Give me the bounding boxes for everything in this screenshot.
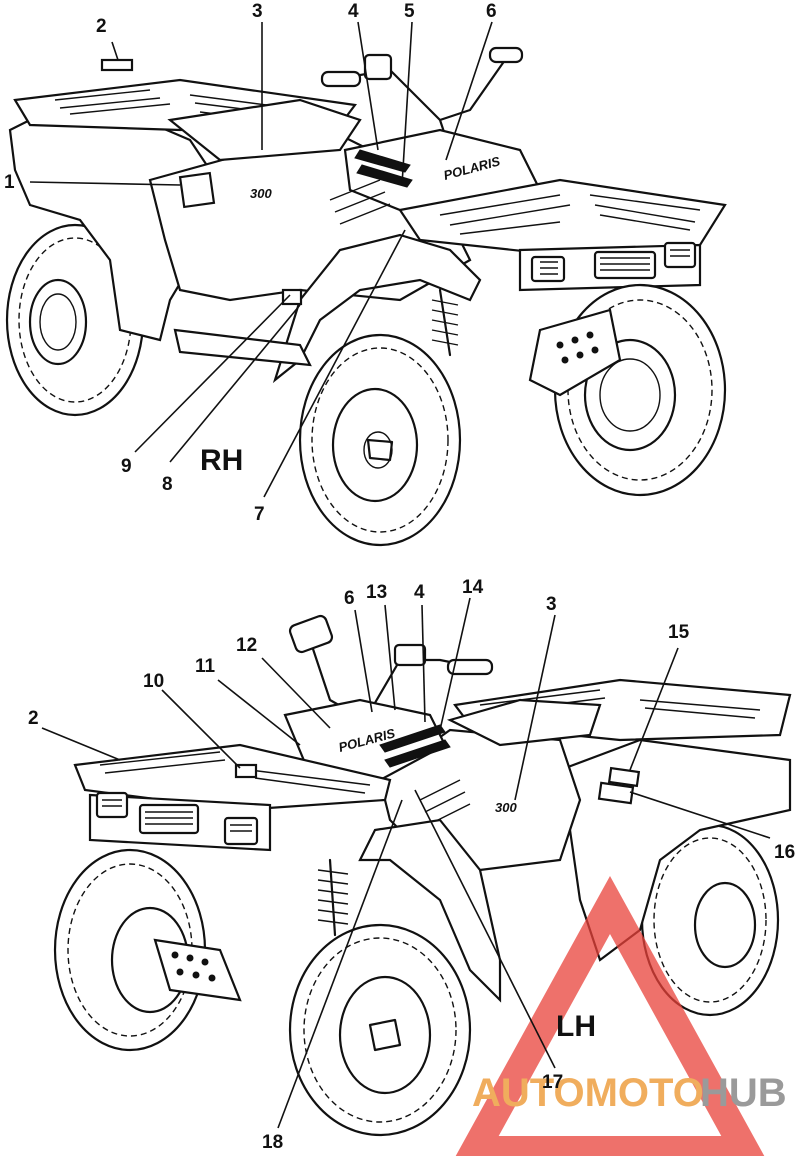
near-front-wheel-rh <box>298 333 462 547</box>
callout-lh-15: 15 <box>668 622 690 643</box>
callout-lh-2: 2 <box>28 708 39 729</box>
callout-lh-6: 6 <box>344 588 355 609</box>
far-rear-wheel-lh <box>640 823 780 1017</box>
footrest-rh <box>173 328 312 367</box>
decal-2-tag <box>100 58 134 72</box>
model-decal-rh: 300 <box>250 186 272 201</box>
seat-rh <box>167 98 362 162</box>
callout-lh-11: 11 <box>195 656 216 677</box>
atv-right-hand-view: POLARIS 300 <box>4 1 727 547</box>
callout-rh-6: 6 <box>486 1 497 22</box>
callout-rh-8: 8 <box>162 474 173 495</box>
front-shock-lh <box>317 858 349 937</box>
side-stripes-lh <box>379 724 471 825</box>
skid-holes-lh <box>171 951 216 982</box>
handlebar-lh <box>288 614 494 722</box>
callout-lh-12: 12 <box>236 635 257 656</box>
front-rack-lh <box>73 743 392 812</box>
skid-holes-rh <box>556 331 599 364</box>
decal-16-panel <box>597 781 635 805</box>
decal-1-panel <box>178 171 216 209</box>
callout-lh-4: 4 <box>414 582 425 603</box>
front-fender-lh <box>358 818 502 1003</box>
front-bumper-lh <box>88 791 272 852</box>
front-fender-rh <box>272 233 482 384</box>
front-shock-rh <box>431 288 459 357</box>
decal-8-9-panel <box>281 288 303 306</box>
callout-rh-3: 3 <box>252 1 263 22</box>
callout-rh-1: 1 <box>4 172 15 193</box>
callout-lh-13: 13 <box>366 582 387 603</box>
side-stripes-rh <box>329 149 413 225</box>
callout-lh-3: 3 <box>546 594 557 615</box>
watermark-text-primary: AUTOMOTO <box>472 1071 704 1115</box>
callout-rh-5: 5 <box>404 1 415 22</box>
handlebar-rh <box>320 46 524 152</box>
watermark: AUTOMOTO HUB <box>455 875 787 1156</box>
front-bumper-rh <box>518 241 702 292</box>
side-label-rh: RH <box>200 444 243 477</box>
seat-lh <box>446 698 602 747</box>
callout-rh-7: 7 <box>254 504 265 525</box>
rear-wheel-rh <box>5 223 145 417</box>
model-decal-lh: 300 <box>495 800 517 815</box>
watermark-text-secondary: HUB <box>700 1071 787 1115</box>
leader-lines-rh <box>29 21 493 498</box>
callout-rh-2: 2 <box>96 16 107 37</box>
callout-lh-16: 16 <box>774 842 795 863</box>
decal-10-panel <box>234 763 258 779</box>
callout-lh-10: 10 <box>143 671 164 692</box>
skid-plate-rh <box>528 308 622 397</box>
callout-rh-9: 9 <box>121 456 132 477</box>
decal-15-panel <box>607 766 641 788</box>
leader-lines-lh <box>41 597 771 1129</box>
atv-left-hand-view: 300 POLARIS <box>28 577 795 1156</box>
callout-lh-17: 17 <box>542 1072 563 1093</box>
callout-rh-4: 4 <box>348 1 359 22</box>
callout-lh-14: 14 <box>462 577 484 598</box>
far-front-wheel-rh <box>553 283 727 497</box>
callout-lh-18: 18 <box>262 1132 283 1153</box>
near-front-wheel-lh <box>288 923 472 1137</box>
side-label-lh: LH <box>556 1010 596 1043</box>
